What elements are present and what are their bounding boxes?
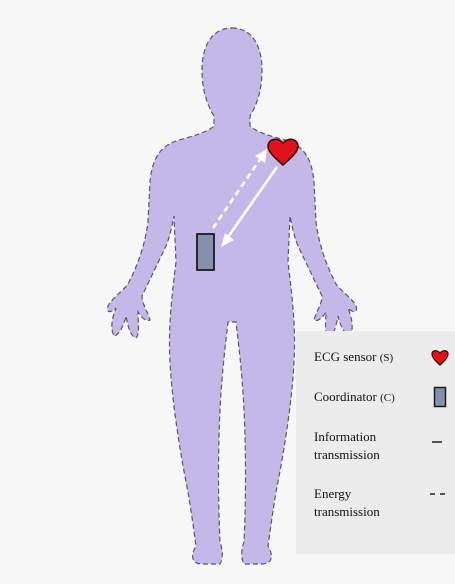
legend-ecg-sensor-text: ECG sensor	[314, 349, 376, 364]
legend-ecg-sensor-label: ECG sensor (S)	[314, 348, 393, 367]
legend-rectangle-icon	[433, 386, 447, 408]
legend-information-label: Information transmission	[314, 428, 380, 464]
legend-energy-label: Energy transmission	[314, 485, 380, 521]
legend-dashed-line-icon	[428, 491, 452, 497]
legend-ecg-sensor-abbr: (S)	[380, 352, 393, 364]
legend-coordinator-abbr: (C)	[380, 392, 395, 404]
legend-energy-line2: transmission	[314, 503, 380, 521]
legend-coordinator-label: Coordinator (C)	[314, 388, 395, 407]
legend-information-line2: transmission	[314, 446, 380, 464]
legend-information-line1: Information	[314, 428, 380, 446]
coordinator-device-icon	[197, 234, 214, 270]
legend-coordinator-text: Coordinator	[314, 389, 377, 404]
legend-energy-line1: Energy	[314, 485, 380, 503]
legend-solid-line-icon	[430, 439, 450, 445]
legend-panel: ECG sensor (S) Coordinator (C) Informati…	[296, 331, 455, 554]
legend-heart-icon	[430, 348, 450, 368]
